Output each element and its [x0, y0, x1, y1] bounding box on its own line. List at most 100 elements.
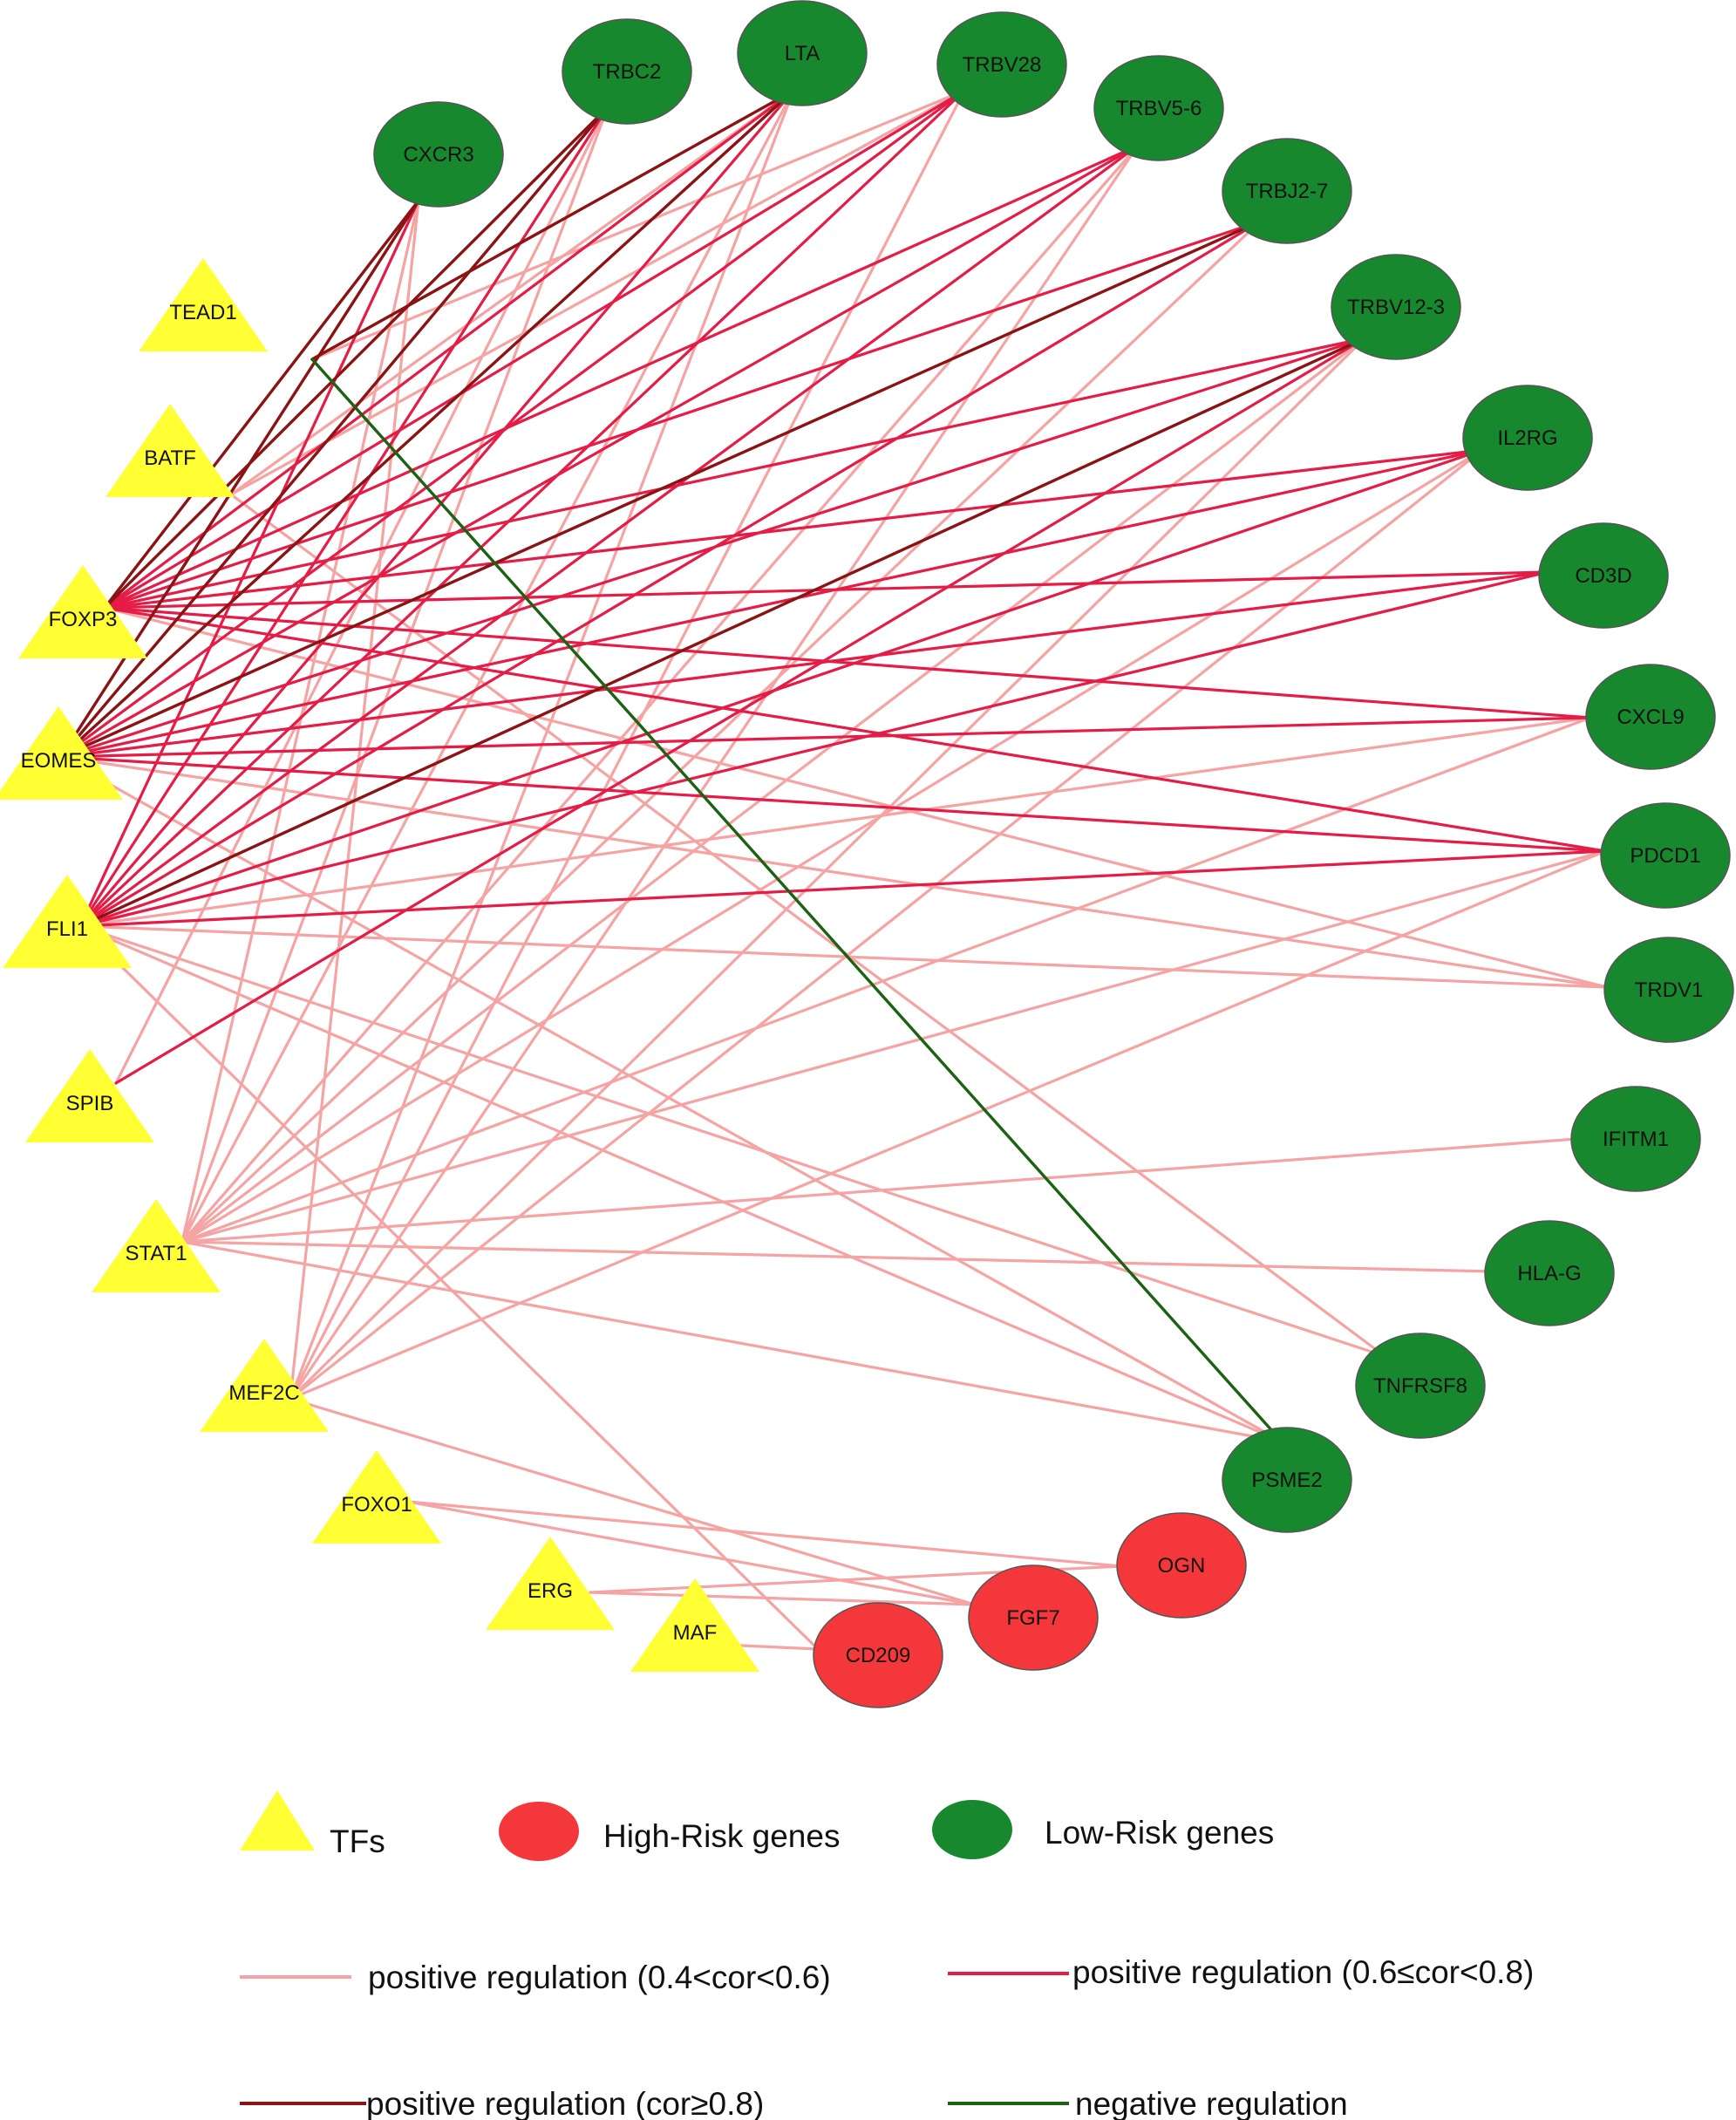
- edge-mef2c-to-fgf7: [289, 1397, 977, 1606]
- edge-fli1-to-cxcr3: [78, 199, 420, 928]
- edge-fli1-to-trbv5-6: [78, 144, 1140, 928]
- edge-stat1-to-pdcd1: [180, 849, 1607, 1244]
- gene-label-hla-g: HLA-G: [1517, 1262, 1581, 1285]
- edge-foxp3-to-trbv5-6: [103, 144, 1140, 610]
- edge-stat1-to-trbv5-6: [180, 144, 1140, 1244]
- legend-weak-positive-label: positive regulation (0.4<cor<0.6): [368, 1960, 831, 1995]
- edge-fli1-to-lta: [78, 89, 795, 928]
- gene-ellipse-tnfrsf8: [1355, 1333, 1486, 1439]
- gene-label-cd209: CD209: [846, 1644, 911, 1667]
- edge-layer: [59, 89, 1609, 1651]
- low-risk-gene-node-trdv1: TRDV1: [1603, 937, 1734, 1043]
- gene-ellipse-cd3d: [1538, 522, 1669, 629]
- legend-tfs-label: TFs: [330, 1823, 385, 1859]
- edge-stat1-to-trbj2-7: [180, 220, 1262, 1244]
- tf-triangle-batf: [106, 404, 235, 497]
- tf-triangle-maf: [630, 1578, 759, 1672]
- edge-foxp3-to-trbv28: [103, 89, 966, 610]
- gene-ellipse-trdv1: [1603, 937, 1734, 1043]
- low-risk-gene-node-pdcd1: PDCD1: [1600, 802, 1731, 909]
- tf-label-eomes: EOMES: [21, 749, 97, 773]
- edge-eomes-to-cd3d: [59, 570, 1549, 759]
- gene-ellipse-trbc2: [562, 18, 692, 125]
- gene-label-cxcl9: CXCL9: [1617, 706, 1684, 729]
- edge-mef2c-to-pdcd1: [289, 849, 1607, 1401]
- edge-eomes-to-trbj2-7: [59, 220, 1262, 759]
- edge-eomes-to-lta: [59, 89, 795, 759]
- low-risk-gene-node-il2rg: IL2RG: [1462, 385, 1593, 491]
- gene-ellipse-fgf7: [968, 1564, 1099, 1671]
- gene-ellipse-pdcd1: [1600, 802, 1731, 909]
- edge-eomes-to-psme2: [59, 755, 1283, 1443]
- legend-tfs: TFs: [240, 1790, 385, 1859]
- gene-label-trbv5-6: TRBV5-6: [1116, 97, 1202, 120]
- legend-high-risk-ellipse-symbol: [499, 1802, 579, 1861]
- legend-medium-positive: positive regulation (0.6≤cor<0.8): [948, 1954, 1534, 1990]
- tf-node-eomes: EOMES: [0, 706, 123, 800]
- high-risk-gene-node-ogn: OGN: [1116, 1512, 1247, 1619]
- tf-label-maf: MAF: [673, 1621, 718, 1645]
- gene-label-fgf7: FGF7: [1006, 1606, 1059, 1630]
- edge-fli1-to-il2rg: [78, 448, 1484, 928]
- gene-label-ogn: OGN: [1158, 1554, 1206, 1578]
- low-risk-gene-node-cxcl9: CXCL9: [1585, 664, 1716, 770]
- edge-stat1-to-trbv12-3: [180, 337, 1366, 1244]
- legend-negative-label: negative regulation: [1075, 2086, 1348, 2120]
- gene-ellipse-cd209: [813, 1602, 943, 1708]
- edge-foxo1-to-fgf7: [406, 1500, 977, 1606]
- legend-low-risk-ellipse-symbol: [932, 1800, 1012, 1859]
- low-risk-gene-node-trbv12-3: TRBV12-3: [1331, 254, 1461, 360]
- edge-stat1-to-psme2: [180, 1240, 1283, 1443]
- tf-label-batf: BATF: [144, 446, 196, 470]
- edge-eomes-to-trdv1: [59, 755, 1609, 989]
- tf-label-spib: SPIB: [66, 1092, 114, 1115]
- edge-foxp3-to-pdcd1: [103, 606, 1607, 853]
- tf-label-erg: ERG: [528, 1579, 573, 1603]
- edge-fli1-to-psme2: [78, 924, 1283, 1443]
- tf-label-mef2c: MEF2C: [228, 1381, 299, 1405]
- gene-label-il2rg: IL2RG: [1497, 426, 1557, 450]
- legend-low-risk: Low-Risk genes: [932, 1800, 1274, 1859]
- gene-ellipse-ogn: [1116, 1512, 1247, 1619]
- tf-node-batf: BATF: [106, 404, 235, 497]
- edge-eomes-to-cxcl9: [59, 716, 1592, 759]
- gene-label-cxcr3: CXCR3: [403, 143, 473, 167]
- tf-node-tead1: TEAD1: [139, 258, 268, 351]
- gene-label-trbc2: TRBC2: [593, 60, 662, 84]
- gene-ellipse-psme2: [1222, 1427, 1352, 1533]
- tf-triangle-foxp3: [18, 565, 147, 658]
- edge-foxp3-to-cd3d: [103, 570, 1549, 610]
- gene-label-tnfrsf8: TNFRSF8: [1373, 1374, 1467, 1398]
- edge-batf-to-trbv28: [229, 89, 966, 496]
- low-risk-gene-node-trbc2: TRBC2: [562, 18, 692, 125]
- legend-tf-triangle-symbol: [240, 1790, 315, 1851]
- edge-fli1-to-trbj2-7: [78, 220, 1262, 928]
- edge-batf-to-lta: [229, 89, 795, 496]
- low-risk-gene-node-trbj2-7: TRBJ2-7: [1222, 138, 1352, 244]
- high-risk-gene-node-cd209: CD209: [813, 1602, 943, 1708]
- edge-stat1-to-hla-g: [180, 1240, 1495, 1273]
- gene-label-pdcd1: PDCD1: [1630, 844, 1700, 868]
- edge-stat1-to-il2rg: [180, 448, 1484, 1244]
- gene-label-lta: LTA: [785, 42, 820, 65]
- edge-fli1-to-cd3d: [78, 570, 1549, 928]
- edge-foxp3-to-trdv1: [103, 606, 1609, 989]
- tf-triangle-tead1: [139, 258, 268, 351]
- gene-label-trbv28: TRBV28: [963, 53, 1042, 77]
- tf-node-maf: MAF: [630, 1578, 759, 1672]
- edge-tead1-to-trbv28: [310, 89, 966, 361]
- edge-fli1-to-trdv1: [78, 924, 1609, 989]
- edge-foxo1-to-ogn: [406, 1500, 1123, 1568]
- tf-triangle-stat1: [92, 1199, 221, 1292]
- gene-ellipse-lta: [737, 0, 868, 106]
- legend-medium-positive-label: positive regulation (0.6≤cor<0.8): [1072, 1954, 1534, 1990]
- edge-eomes-to-cxcr3: [59, 199, 420, 759]
- low-risk-gene-node-psme2: PSME2: [1222, 1427, 1352, 1533]
- gene-ellipse-trbv28: [936, 11, 1067, 118]
- tf-triangle-erg: [486, 1537, 615, 1630]
- legend-negative: negative regulation: [948, 2086, 1348, 2120]
- tf-node-foxo1: FOXO1: [312, 1450, 441, 1544]
- edge-fli1-to-trbv28: [78, 89, 966, 928]
- gene-ellipse-hla-g: [1484, 1220, 1615, 1326]
- edge-foxp3-to-lta: [103, 89, 795, 610]
